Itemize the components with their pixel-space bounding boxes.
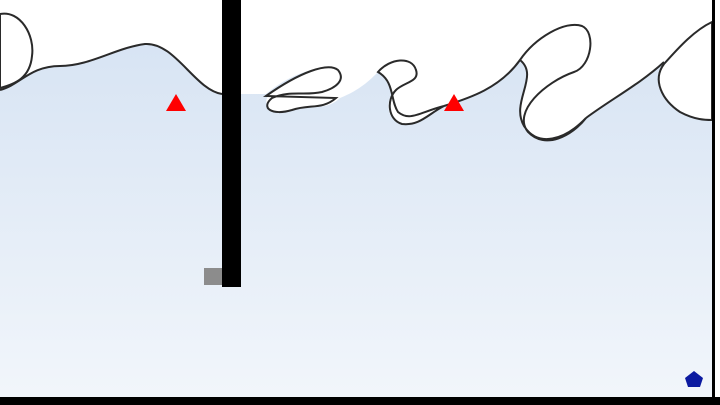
wave-pocket-right (657, 20, 713, 122)
gray-square-icon[interactable] (204, 268, 222, 285)
red-triangle-icon[interactable] (166, 94, 186, 111)
red-triangle-icon[interactable] (444, 94, 464, 111)
vertical-wall (222, 0, 241, 287)
wave-pocket-left (0, 12, 34, 90)
floor (0, 397, 720, 405)
wave-pocket-curl-3 (518, 23, 592, 142)
wave-surface-outline (0, 42, 223, 95)
water-body (0, 22, 712, 405)
blue-pentagon-icon[interactable] (685, 371, 703, 387)
wave-surface-outline-mid (585, 61, 665, 119)
right-boundary (712, 0, 715, 405)
wave-pocket-curl-1 (262, 66, 342, 114)
wave-pocket-curl-2 (376, 59, 445, 126)
